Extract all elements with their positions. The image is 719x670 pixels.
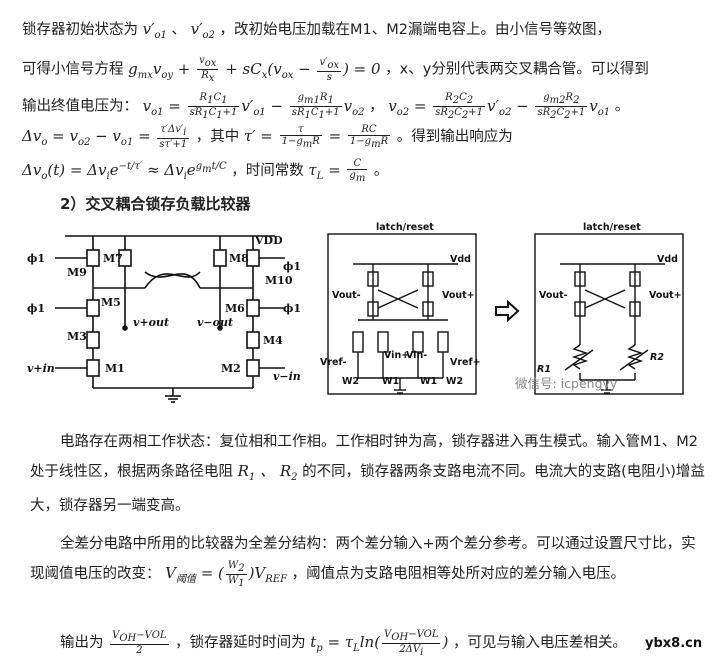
label-phi1-d: ϕ1 xyxy=(283,302,300,315)
text-l3a: 输出终值电压为： xyxy=(22,98,138,115)
label-vref-minus: Vref- xyxy=(320,357,346,368)
math-v-o1: v′o1 xyxy=(142,20,167,41)
label-m6: M6 xyxy=(225,302,245,315)
p2-text-b: ，阈值点为支路电阻相等处所对应的差分输入电压。 xyxy=(291,566,626,582)
label-vout-minus-right: Vout- xyxy=(539,290,568,301)
label-r2: R2 xyxy=(650,352,664,363)
label-m10: M10 xyxy=(265,274,293,287)
label-phi1-b: ϕ1 xyxy=(27,302,45,315)
label-w2-right: W2 xyxy=(446,376,463,387)
label-m1: M1 xyxy=(105,362,125,375)
text-l1-sep: 、 xyxy=(171,22,187,38)
schematic-fully-differential-comparator: latch/reset Vdd Vout- Vout+ Vref- Vref+ … xyxy=(320,222,481,395)
text-l2b: ，x、y分别代表两交叉耦合管。可以得到 xyxy=(385,61,649,78)
text-line-5: Δvo(t) = Δvie−t/τ′ ≈ Δviegmt/C ，时间常数 τL … xyxy=(22,158,389,184)
label-w1-right: W1 xyxy=(420,376,437,387)
label-w2-left: W2 xyxy=(342,376,359,387)
label-m8: M8 xyxy=(229,252,249,265)
math-response: Δvo(t) = Δvie−t/τ′ ≈ Δviegmt/C xyxy=(22,161,227,182)
paragraph-2: 全差分电路中所用的比较器为全差分结构：两个差分输入+两个差分参考。可以通过设置尺… xyxy=(30,530,705,594)
label-m4: M4 xyxy=(263,334,283,347)
label-vout-plus: v+out xyxy=(133,316,169,329)
label-vref-plus: Vref+ xyxy=(450,357,481,368)
label-vin-plus-mid: Vin+ xyxy=(384,350,409,361)
label-phi1-a: ϕ1 xyxy=(27,252,45,265)
p1-text: 电路存在两相工作状态：复位相和工作相。工作相时钟为高，锁存器进入再生模式。输入管… xyxy=(30,434,698,480)
p2-text: 全差分电路中所用的比较器为全差分结构：两个差分输入+两个差分参考。可以通过设置尺… xyxy=(30,536,696,582)
section-heading: 2）交叉耦合锁存负载比较器 xyxy=(60,195,251,213)
text-l5a: ，时间常数 xyxy=(231,163,304,179)
text-l1a: 锁存器初始状态为 xyxy=(22,22,138,38)
label-m2: M2 xyxy=(221,362,241,375)
label-w1-left: W1 xyxy=(382,376,399,387)
p3-text-a: 输出为 xyxy=(60,635,104,651)
arrow-icon xyxy=(495,300,520,322)
math-r1-r2: R1 、 R2 xyxy=(237,462,298,483)
label-vin-minus-mid: Vin- xyxy=(406,350,427,361)
label-m9: M9 xyxy=(67,266,87,279)
schematic-equivalent-resistors: latch/reset Vdd Vout- Vout+ R1 R2 xyxy=(534,222,684,395)
site-logo: ybx8.cn xyxy=(645,636,703,651)
text-l4b: 。得到输出响应为 xyxy=(396,129,513,145)
label-vdd-mid: Vdd xyxy=(450,254,471,265)
p1-text-b: 的不同，锁存器两条支路电流不同。电流大的支路(电阻小)增益大，锁存器另一端变高。 xyxy=(30,464,705,514)
schematic-cmos-latch: VDD ϕ1 ϕ1 ϕ1 ϕ1 M9 M7 M8 M10 M5 M6 M3 M4… xyxy=(27,234,300,403)
label-m5: M5 xyxy=(101,296,121,309)
label-latch-reset-right: latch/reset xyxy=(583,222,641,233)
label-phi1-c: ϕ1 xyxy=(283,260,300,273)
label-vout-minus: v−out xyxy=(197,316,233,329)
label-vout-plus-right: Vout+ xyxy=(649,290,682,301)
text-line-1: 锁存器初始状态为 v′o1 、 v′o2 ，改初始电压加载在M1、M2漏端电容上… xyxy=(22,18,709,47)
label-latch-reset-mid: latch/reset xyxy=(376,222,434,233)
text-l4a: ，其中 xyxy=(195,129,240,145)
p3-text-c: ，可见与输入电压差相关。 xyxy=(452,635,627,651)
label-r1: R1 xyxy=(537,364,551,375)
label-vout-plus-mid: Vout+ xyxy=(442,290,475,301)
label-vdd: VDD xyxy=(254,234,283,247)
label-vin-plus: v+in xyxy=(27,362,55,375)
p3-text-b: ，锁存器延时时间为 xyxy=(175,635,306,651)
label-vin-minus: v−in xyxy=(273,370,300,383)
watermark-wechat: 微信号: icpengyy xyxy=(515,376,618,391)
label-vout-minus-mid: Vout- xyxy=(332,290,361,301)
math-v-o2: v′o2 xyxy=(190,20,215,41)
label-m3: M3 xyxy=(67,330,87,343)
text-l1b: ，改初始电压加载在M1、M2漏端电容上。由小信号等效图， xyxy=(219,22,611,38)
label-vdd-right: Vdd xyxy=(657,254,678,265)
text-l2a: 可得小信号方程 xyxy=(22,61,124,78)
label-m7: M7 xyxy=(103,252,123,265)
paragraph-1: 电路存在两相工作状态：复位相和工作相。工作相时钟为高，锁存器进入再生模式。输入管… xyxy=(30,428,705,521)
